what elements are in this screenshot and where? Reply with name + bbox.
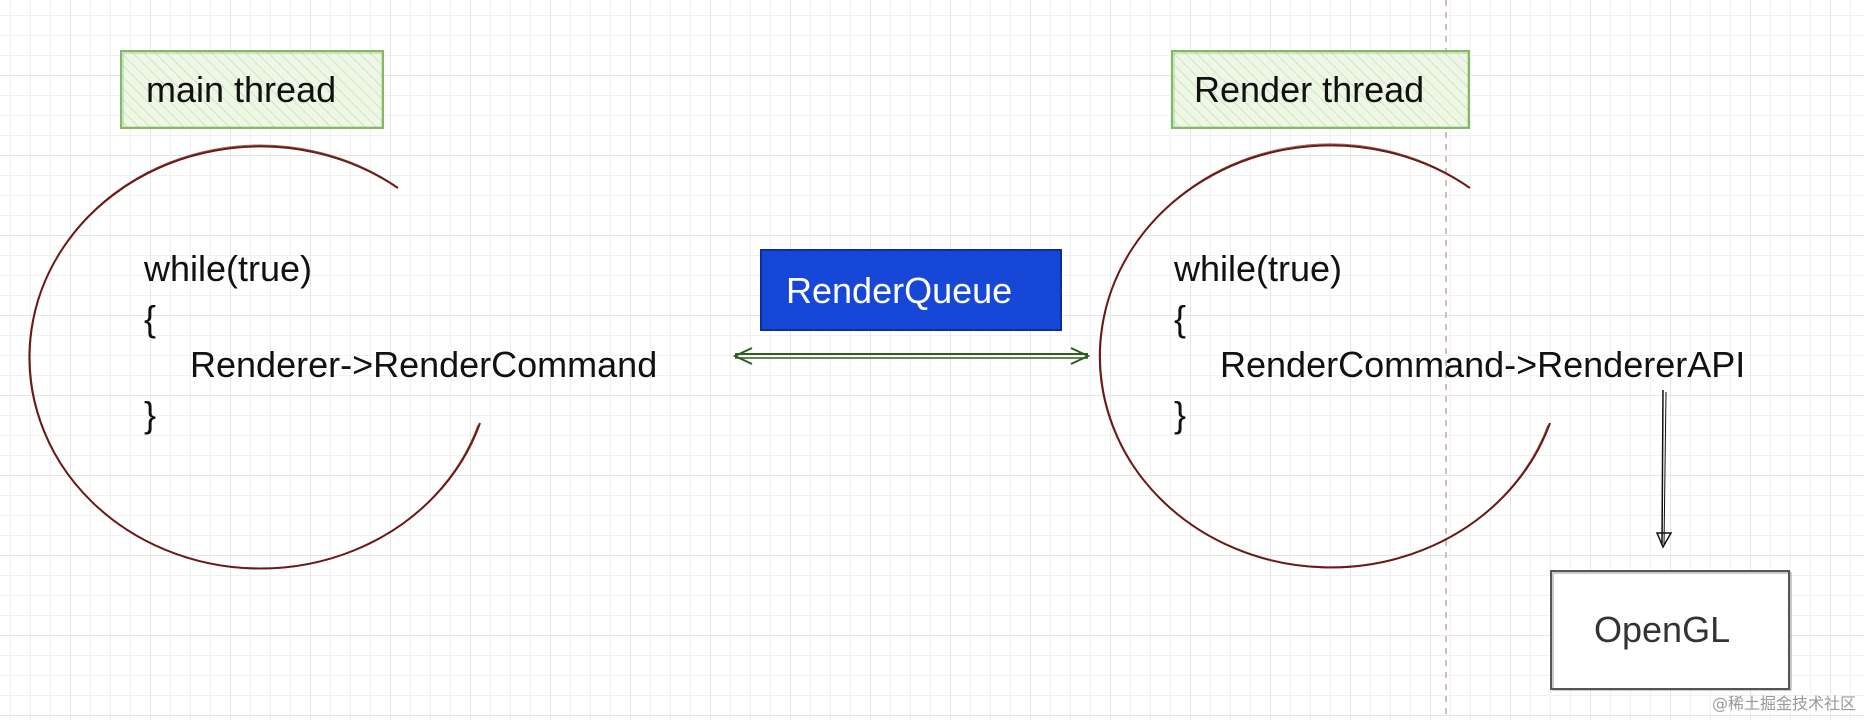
main-code-line-3: Renderer->RenderCommand [190, 344, 658, 385]
main-thread-box[interactable] [120, 50, 384, 129]
render-queue-label: RenderQueue [786, 270, 1013, 311]
main-code-line-1: while(true) [144, 248, 313, 289]
main-code-line-2: { [144, 298, 157, 339]
render-code-line-1: while(true) [1174, 248, 1343, 289]
render-code-line-4: } [1174, 394, 1187, 435]
double-arrow [732, 347, 1091, 365]
main-thread-label: main thread [146, 69, 337, 110]
render-thread-box[interactable] [1171, 50, 1470, 129]
render-queue-box[interactable] [760, 249, 1062, 331]
render-code-line-3: RenderCommand->RendererAPI [1220, 344, 1746, 385]
watermark: @稀土掘金技术社区 [1711, 694, 1856, 713]
render-code-line-2: { [1174, 298, 1187, 339]
main-code-line-4: } [144, 394, 157, 435]
render-thread-label: Render thread [1194, 69, 1425, 110]
down-arrow [1655, 389, 1673, 549]
opengl-box[interactable] [1550, 570, 1792, 691]
main-loop-arc [28, 144, 481, 570]
opengl-label: OpenGL [1594, 609, 1731, 650]
render-loop-arc [1098, 143, 1551, 569]
